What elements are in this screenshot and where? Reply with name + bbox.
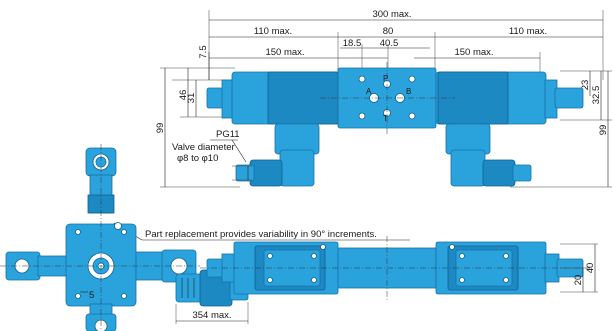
dim-20: 20 xyxy=(573,275,584,286)
dim-overall: 300 max. xyxy=(372,9,411,20)
cross-view xyxy=(0,144,200,331)
dim-40-5: 40.5 xyxy=(380,38,399,49)
dim-right-150: 150 max. xyxy=(454,47,493,58)
dim-32-5: 32.5 xyxy=(591,86,602,105)
dim-7-5: 7.5 xyxy=(198,45,209,58)
dim-46: 46 xyxy=(178,90,189,101)
dim-31: 31 xyxy=(186,93,197,104)
port-b-label: B xyxy=(406,87,411,96)
dim-354: 354 max. xyxy=(192,310,231,321)
valve-range-label: φ8 to φ10 xyxy=(177,153,218,164)
left-vertical-dims xyxy=(160,52,240,188)
pg11-label: PG11 xyxy=(216,129,240,140)
right-vertical-dims xyxy=(510,70,612,188)
port-t-label: T xyxy=(383,114,388,123)
port-a-label: A xyxy=(366,87,372,96)
port-p-label: P xyxy=(383,74,388,83)
dim-left-110: 110 max. xyxy=(254,26,292,37)
dim-right-110: 110 max. xyxy=(509,26,547,37)
dim-center-80: 80 xyxy=(383,26,394,37)
dim-left-150: 150 max. xyxy=(265,47,304,58)
dim-5: 5 xyxy=(89,290,94,301)
dim-99-left: 99 xyxy=(155,123,166,134)
front-view-valve xyxy=(200,236,590,300)
pg11-leader xyxy=(231,139,247,163)
valve-diameter-label: Valve diameter xyxy=(172,142,235,153)
top-view-valve xyxy=(206,62,584,187)
dim-18-5: 18.5 xyxy=(343,38,362,49)
dim-23: 23 xyxy=(580,80,591,91)
dim-99-right: 99 xyxy=(598,125,609,136)
part-replacement-note: Part replacement provides variability in… xyxy=(145,229,377,240)
dim-40: 40 xyxy=(585,263,596,274)
